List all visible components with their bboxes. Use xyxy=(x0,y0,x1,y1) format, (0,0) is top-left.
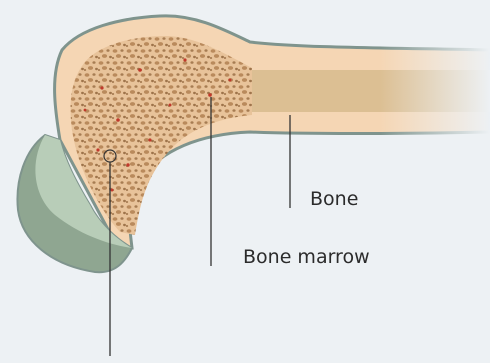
shaft-fade xyxy=(380,40,490,140)
bone-label: Bone xyxy=(310,190,358,209)
bone-marrow-label: Bone marrow xyxy=(243,248,370,267)
